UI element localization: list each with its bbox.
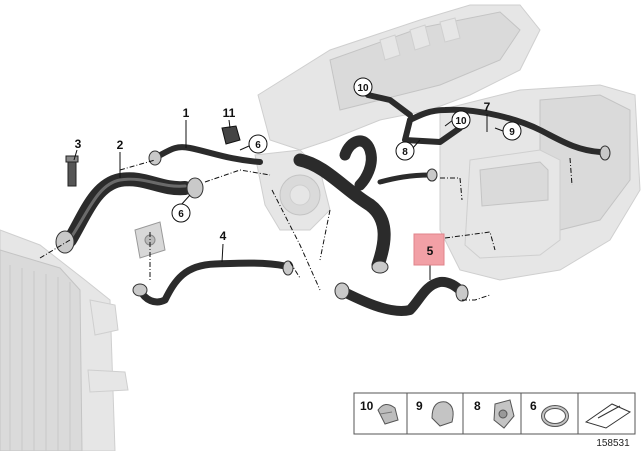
svg-text:7: 7 [484,100,491,114]
hose-4 [132,259,294,306]
legend-item-8: 8 [474,399,515,429]
engine-block-ghost [0,4,641,451]
svg-text:5: 5 [427,244,434,258]
hose-1 [148,144,263,166]
clamp-ring-icon [541,405,569,427]
svg-text:9: 9 [509,127,515,138]
hose-2 [55,172,204,254]
svg-text:11: 11 [223,106,236,120]
parts-legend: 10 9 8 6 [353,392,636,435]
circled-callout-6-left: 6 [171,203,191,223]
callout-1: 1 [183,106,190,120]
svg-text:8: 8 [402,147,408,158]
highlight-box [413,233,445,266]
sensor-3 [65,155,79,187]
hose-5 [334,276,469,316]
svg-text:10: 10 [455,116,467,127]
legend-item-6: 6 [530,399,569,427]
callout-3: 3 [75,137,82,151]
legend-item-10: 10 [360,399,399,425]
callout-7: 7 [484,100,491,114]
hose-7 [365,92,611,161]
legend-arrow-icon [584,403,632,429]
circled-callout-9: 9 [502,121,522,141]
svg-text:3: 3 [75,137,82,151]
svg-text:6: 6 [530,399,537,413]
circled-callout-10-right: 10 [451,110,471,130]
hose-clamp-icon [493,399,515,429]
circled-callout-8: 8 [395,141,415,161]
connector-11 [221,125,241,145]
callout-11: 11 [223,106,236,120]
leader-lines [73,87,504,280]
svg-text:10: 10 [360,399,374,413]
circled-callout-6-top: 6 [248,134,268,154]
svg-text:2: 2 [117,138,124,152]
callout-5-highlighted[interactable]: 5 [413,233,445,266]
svg-text:9: 9 [416,399,423,413]
callout-2: 2 [117,138,124,152]
svg-text:6: 6 [178,209,184,220]
legend-item-9: 9 [416,399,454,427]
svg-text:6: 6 [255,140,261,151]
svg-text:1: 1 [183,106,190,120]
hose-upper-center [293,135,438,274]
document-number: 158531 [596,438,630,449]
circled-callout-10-top: 10 [353,77,373,97]
callout-4: 4 [220,229,227,243]
svg-text:8: 8 [474,399,481,413]
spring-clip-icon [431,401,454,427]
svg-text:10: 10 [357,83,369,94]
svg-text:4: 4 [220,229,227,243]
assembly-lines [39,157,573,301]
hose-clip-icon [377,404,399,425]
